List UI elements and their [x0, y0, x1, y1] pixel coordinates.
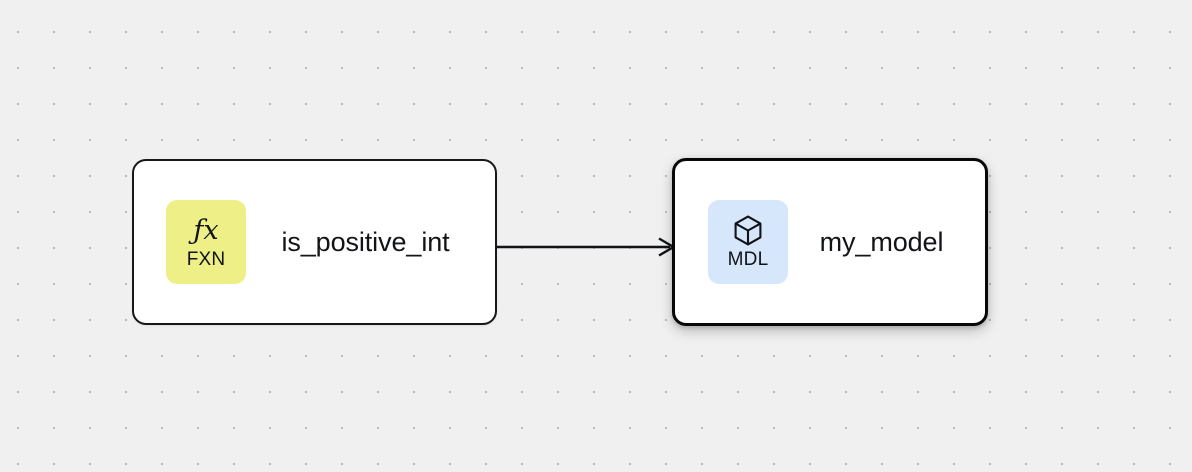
node-title-my-model: my_model	[819, 226, 944, 257]
node-badge-code-mdl: MDL	[727, 248, 769, 270]
node-badge-code-fxn: FXN	[186, 248, 226, 270]
cube-box-icon	[732, 214, 764, 248]
node-title-is-positive-int: is_positive_int	[281, 226, 450, 257]
node-badge-mdl: MDL	[708, 200, 788, 284]
function-fx-icon: ƒx	[193, 214, 219, 246]
node-badge-fxn: ƒx FXN	[166, 200, 246, 284]
graph-node-is-positive-int[interactable]: ƒx FXN is_positive_int	[132, 159, 497, 325]
edge-is-positive-int-to-my-model[interactable]	[497, 237, 676, 257]
graph-node-my-model[interactable]: MDL my_model	[672, 158, 988, 326]
